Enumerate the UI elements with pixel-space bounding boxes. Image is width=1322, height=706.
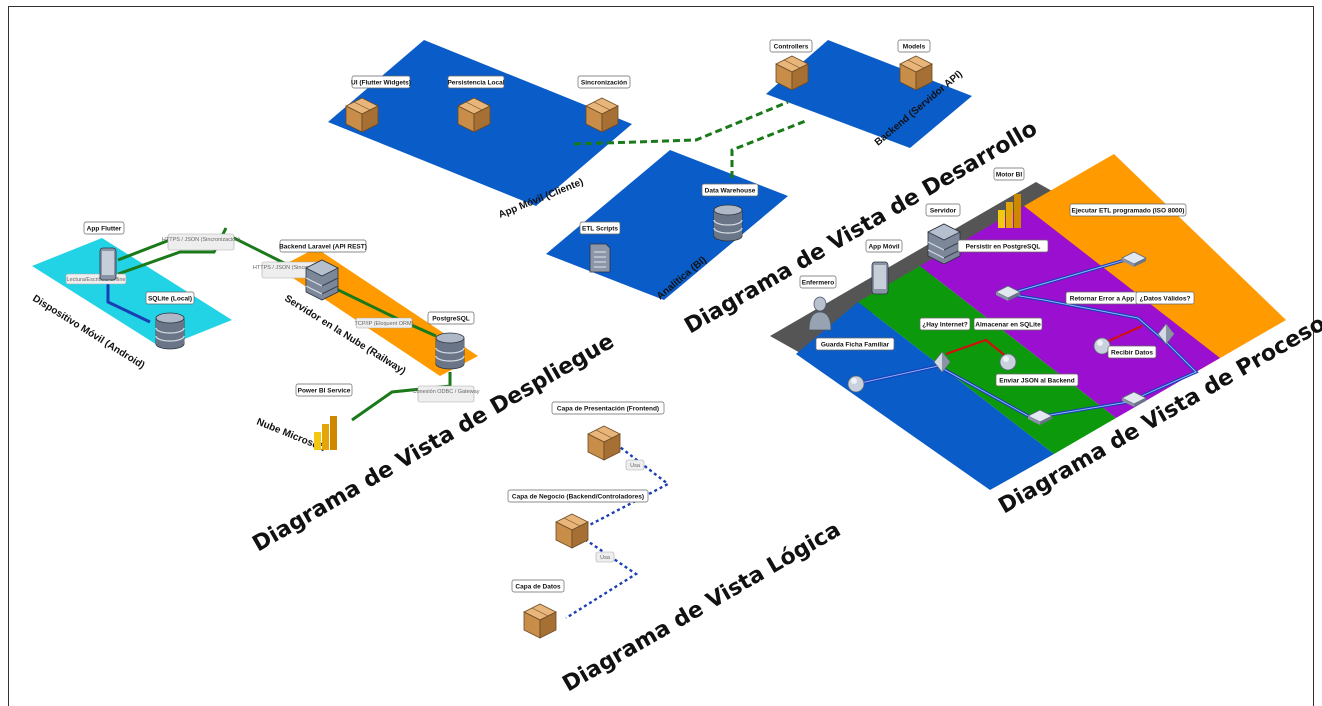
svg-text:Lectura/Escritura Offline: Lectura/Escritura Offline [67, 277, 126, 283]
svg-text:Backend Laravel (API REST): Backend Laravel (API REST) [279, 244, 367, 251]
svg-text:Capa de Presentación (Frontend: Capa de Presentación (Frontend) [557, 406, 659, 413]
document-icon [590, 244, 610, 272]
edge-label-odbc: Conexión ODBC / Gateway [413, 386, 480, 402]
svg-text:Models: Models [903, 44, 926, 51]
svg-text:Sincronización: Sincronización [581, 80, 627, 87]
phone-icon [100, 248, 116, 280]
svg-text:ETL Scripts: ETL Scripts [582, 226, 618, 233]
svg-text:UI (Flutter Widgets): UI (Flutter Widgets) [351, 80, 411, 87]
title-logic: Diagrama de Vista Lógica [559, 517, 846, 697]
edge-dw-backend [732, 120, 808, 178]
svg-text:Controllers: Controllers [774, 44, 809, 51]
node-controllers: Controllers [770, 40, 812, 90]
svg-text:Recibir Datos: Recibir Datos [1111, 350, 1153, 357]
svg-text:Retornar Error a App: Retornar Error a App [1070, 296, 1134, 303]
svg-text:Diagrama de Vista Lógica: Diagrama de Vista Lógica [559, 517, 846, 697]
sphere-icon [1000, 354, 1016, 370]
svg-text:¿Hay Internet?: ¿Hay Internet? [922, 322, 968, 329]
svg-text:Capa de Negocio (Backend/Contr: Capa de Negocio (Backend/Controladores) [512, 494, 644, 501]
box-icon [556, 514, 588, 548]
svg-text:Persistencia Local: Persistencia Local [447, 80, 504, 87]
svg-text:Enviar JSON al Backend: Enviar JSON al Backend [999, 378, 1075, 385]
powerbi-icon [314, 416, 337, 450]
svg-text:Capa de Datos: Capa de Datos [515, 584, 561, 591]
svg-text:Servidor: Servidor [930, 208, 957, 215]
svg-text:Conexión ODBC / Gateway: Conexión ODBC / Gateway [413, 389, 480, 395]
edge-label-usa-2: Usa [596, 552, 614, 562]
server-icon [306, 260, 338, 300]
server-icon [928, 224, 960, 264]
database-icon [156, 313, 184, 349]
svg-text:Guarda Ficha Familiar: Guarda Ficha Familiar [821, 342, 890, 349]
box-icon [524, 604, 556, 638]
svg-text:Almacenar en SQLite: Almacenar en SQLite [975, 322, 1041, 329]
edge-label-usa-1: Usa [626, 460, 644, 470]
node-models: Models [898, 40, 932, 90]
svg-text:Motor BI: Motor BI [996, 172, 1023, 179]
box-icon [588, 426, 620, 460]
node-capa-datos: Capa de Datos [512, 580, 564, 638]
svg-text:Persistir en PostgreSQL: Persistir en PostgreSQL [966, 244, 1041, 251]
node-servidor: Servidor [926, 204, 960, 264]
sphere-icon [848, 376, 864, 392]
node-capa-presentacion: Capa de Presentación (Frontend) [552, 402, 664, 460]
svg-text:SQLite (Local): SQLite (Local) [148, 296, 192, 303]
svg-text:Ejecutar ETL programado (ISO 8: Ejecutar ETL programado (ISO 8000) [1072, 208, 1185, 215]
edge-label-lectura: Lectura/Escritura Offline [66, 274, 126, 284]
edge-usa-2 [566, 536, 636, 618]
database-icon [714, 205, 742, 241]
svg-text:App Flutter: App Flutter [87, 226, 122, 233]
svg-text:¿Datos Válidos?: ¿Datos Válidos? [1140, 296, 1191, 303]
node-capa-negocio: Capa de Negocio (Backend/Controladores) [508, 490, 648, 548]
sphere-icon [1094, 338, 1110, 354]
svg-text:Enfermero: Enfermero [802, 280, 835, 287]
svg-text:App Móvil: App Móvil [868, 244, 899, 251]
svg-text:Usa: Usa [600, 555, 611, 561]
svg-text:Power BI Service: Power BI Service [298, 388, 351, 395]
svg-text:Usa: Usa [630, 463, 641, 469]
edge-usa-1 [580, 444, 668, 530]
svg-text:HTTPS / JSON (Sincronización): HTTPS / JSON (Sincronización) [162, 237, 240, 243]
phone-icon [872, 262, 888, 294]
database-icon [436, 333, 464, 369]
svg-text:Data Warehouse: Data Warehouse [705, 188, 756, 195]
svg-text:PostgreSQL: PostgreSQL [432, 316, 470, 323]
edge-label-https-1: HTTPS / JSON (Sincronización) [162, 234, 240, 250]
edge-label-tcpip: TCP/IP (Eloquent ORM) [355, 318, 414, 328]
svg-text:TCP/IP (Eloquent ORM): TCP/IP (Eloquent ORM) [355, 321, 414, 327]
